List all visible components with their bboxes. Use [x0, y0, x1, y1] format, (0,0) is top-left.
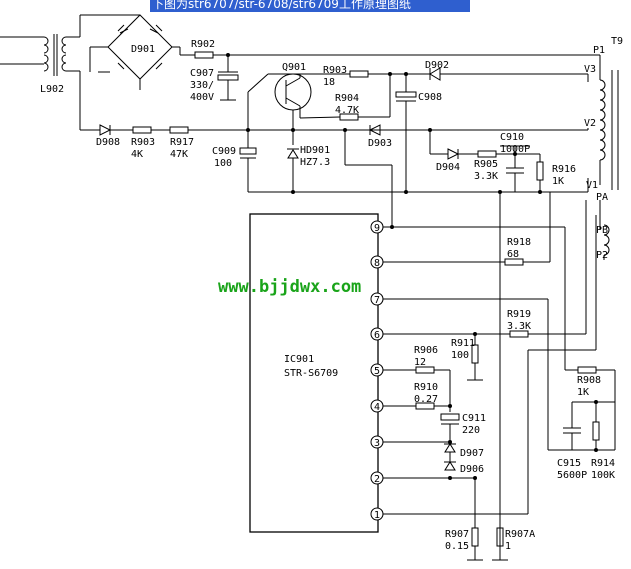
label-v3: V3	[584, 64, 596, 75]
label-d901: D901	[131, 44, 155, 55]
label-c907: C907	[190, 68, 214, 79]
label-r906: R906	[414, 345, 438, 356]
ic-pins	[370, 220, 384, 521]
label-p2: P2	[596, 250, 608, 261]
label-r908-value: 1K	[577, 387, 589, 398]
label-c910-value: 1000P	[500, 144, 530, 155]
title-banner: 下图为str6707/str-6708/str6709工作原理图纸	[150, 0, 470, 12]
label-r916: R916	[552, 164, 576, 175]
label-c915-value: 5600P	[557, 470, 587, 481]
label-d907: D907	[460, 448, 484, 459]
label-d906: D906	[460, 464, 484, 475]
pin-number: 8	[374, 258, 380, 269]
label-c911: C911	[462, 413, 486, 424]
label-r919-value: 3.3K	[507, 321, 531, 332]
pin-number: 6	[374, 330, 380, 341]
label-r905-value: 3.3K	[474, 171, 498, 182]
label-c909-value: 100	[214, 158, 232, 169]
pin-number: 1	[374, 510, 380, 521]
label-r914-value: 100K	[591, 470, 615, 481]
label-hd901: HD901	[300, 145, 330, 156]
watermark-text: www.bjjdwx.com	[218, 277, 361, 297]
label-d908: D908	[96, 137, 120, 148]
ic-pin-numbers: 9 8 7 6 5 4 3 2 1	[374, 223, 380, 521]
label-c907-v1: 330/	[190, 80, 214, 91]
label-r919: R919	[507, 309, 531, 320]
label-r904-value: 4.7K	[335, 105, 359, 116]
pin-number: 4	[374, 402, 380, 413]
label-r906-value: 12	[414, 357, 426, 368]
label-p1: P1	[593, 45, 605, 56]
page-title: 下图为str6707/str-6708/str6709工作原理图纸	[152, 0, 411, 11]
label-r903-b: R903	[131, 137, 155, 148]
label-v1: V1	[586, 180, 598, 191]
l902-input-filter	[0, 14, 140, 130]
label-d903: D903	[368, 138, 392, 149]
label-d902: D902	[425, 60, 449, 71]
label-c909: C909	[212, 146, 236, 157]
pin-number: 3	[374, 438, 380, 449]
label-r914: R914	[591, 458, 615, 469]
pin-number: 2	[374, 474, 380, 485]
label-r907a: R907A	[505, 529, 535, 540]
label-c911-value: 220	[462, 425, 480, 436]
label-r905: R905	[474, 159, 498, 170]
label-r904: R904	[335, 93, 359, 104]
label-q901: Q901	[282, 62, 306, 73]
label-r903-value: 18	[323, 77, 335, 88]
label-c910: C910	[500, 132, 524, 143]
label-l902: L902	[40, 84, 64, 95]
label-r903: R903	[323, 65, 347, 76]
pin-number: 9	[374, 223, 380, 234]
label-r918-value: 68	[507, 249, 519, 260]
ic-ref: IC901	[284, 354, 314, 365]
pin-number: 7	[374, 295, 380, 306]
d901-bridge-rectifier	[89, 14, 181, 90]
label-c908: C908	[418, 92, 442, 103]
label-c915: C915	[557, 458, 581, 469]
label-r903-b-value: 4K	[131, 149, 143, 160]
pin-number: 5	[374, 366, 380, 377]
label-v2: V2	[584, 118, 596, 129]
label-r907-value: 0.15	[445, 541, 469, 552]
label-r908: R908	[577, 375, 601, 386]
label-r907a-value: 1	[505, 541, 511, 552]
label-r917-value: 47K	[170, 149, 188, 160]
component-labels: L902 D901 R902 C907 330/ 400V Q901 R903 …	[40, 36, 623, 552]
label-r902: R902	[191, 39, 215, 50]
label-hd901-value: HZ7.3	[300, 157, 330, 168]
label-r916-value: 1K	[552, 176, 564, 187]
label-pb: PB	[596, 225, 608, 236]
label-pa: PA	[596, 192, 608, 203]
label-t9: T9	[611, 36, 623, 47]
label-d904: D904	[436, 162, 460, 173]
label-c907-v2: 400V	[190, 92, 214, 103]
junction-dots	[226, 53, 598, 480]
label-r907: R907	[445, 529, 469, 540]
ic-part: STR-S6709	[284, 368, 338, 379]
label-r917: R917	[170, 137, 194, 148]
label-r911-value: 100	[451, 350, 469, 361]
label-r910-value: 0.27	[414, 394, 438, 405]
label-r911: R911	[451, 338, 475, 349]
label-r910: R910	[414, 382, 438, 393]
label-r918: R918	[507, 237, 531, 248]
